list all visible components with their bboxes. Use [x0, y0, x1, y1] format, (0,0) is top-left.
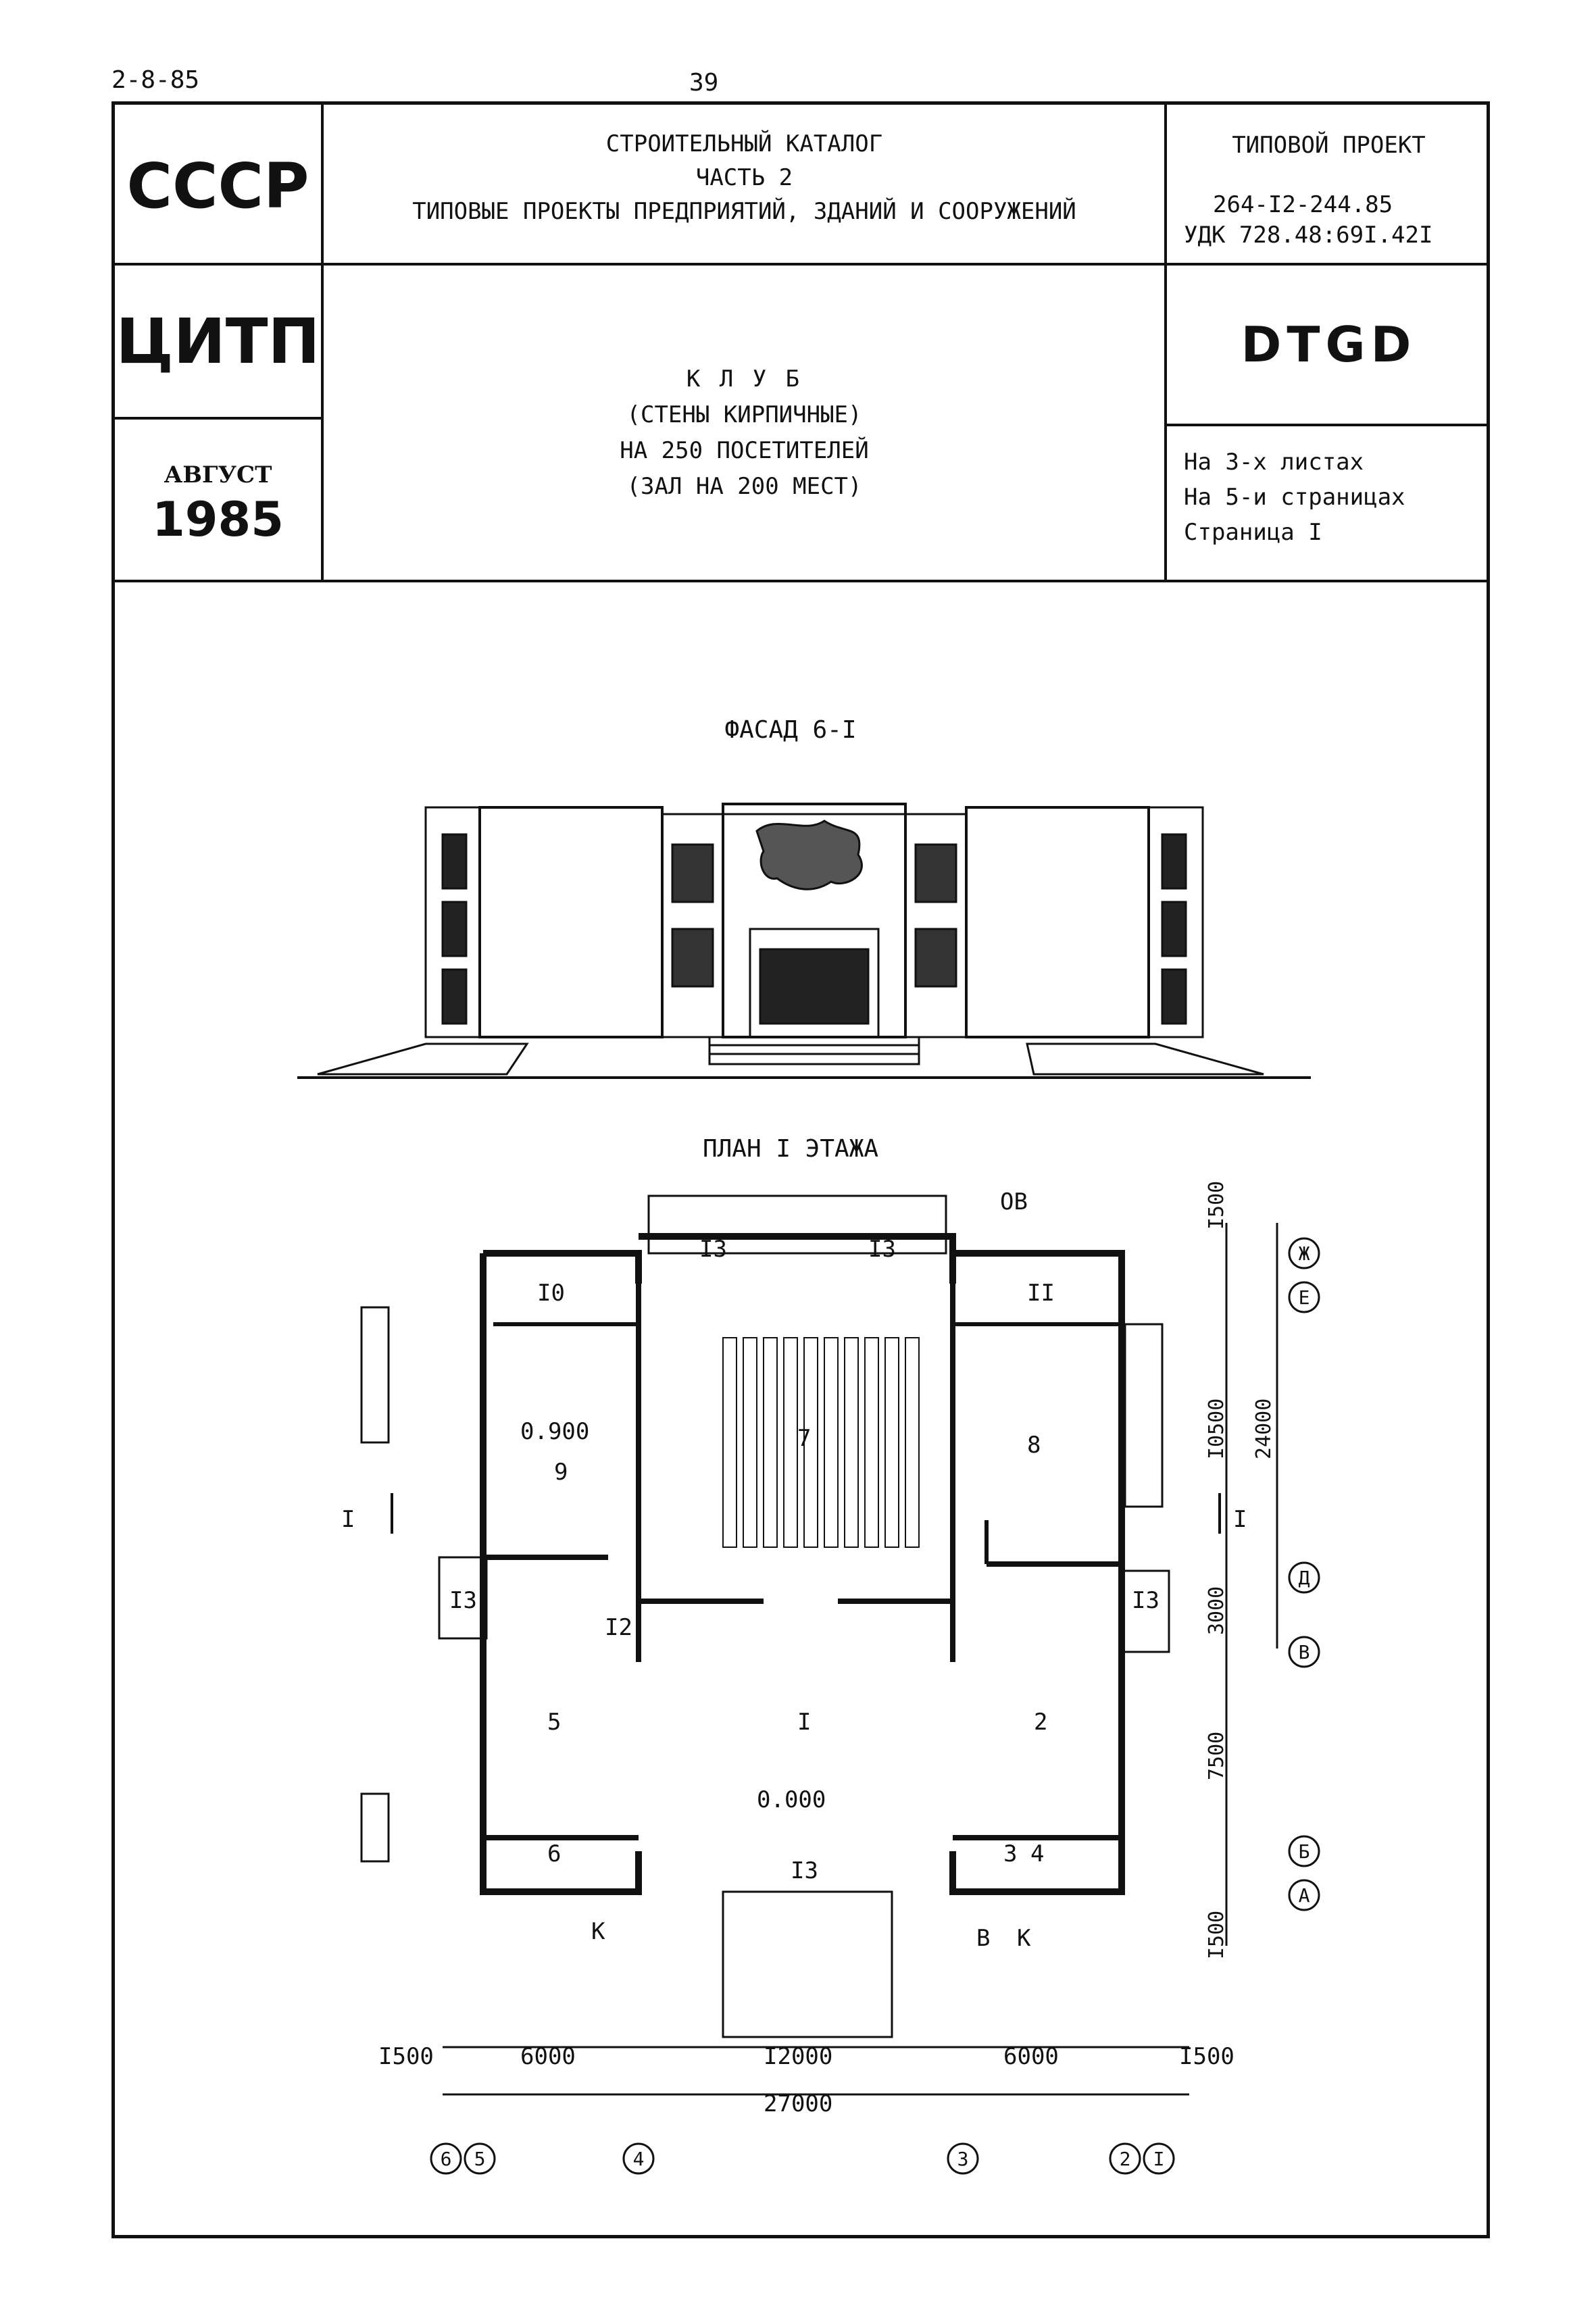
svg-text:0.900: 0.900	[520, 1418, 589, 1445]
month-label: АВГУСТ	[164, 461, 272, 488]
svg-text:I3: I3	[1132, 1587, 1159, 1614]
svg-text:7: 7	[797, 1425, 811, 1452]
svg-text:В: В	[1299, 1641, 1310, 1663]
svg-text:2: 2	[1034, 1709, 1047, 1736]
project-label: ТИПОВОЙ ПРОЕКТ	[1232, 132, 1426, 159]
svg-text:5: 5	[547, 1709, 561, 1736]
svg-text:I: I	[1233, 1506, 1247, 1533]
title-block-right-rule	[1164, 424, 1490, 426]
svg-text:3: 3	[1003, 1840, 1017, 1867]
title-block-bottom-rule	[111, 580, 1490, 582]
title-line-1: К Л У Б	[686, 366, 803, 393]
svg-text:К: К	[591, 1918, 605, 1945]
svg-text:I500: I500	[1205, 1181, 1228, 1230]
project-number: 264-I2-244.85	[1213, 191, 1393, 218]
svg-text:I0500: I0500	[1205, 1399, 1228, 1459]
svg-text:I3: I3	[699, 1236, 727, 1263]
svg-text:А: А	[1299, 1884, 1310, 1907]
svg-text:7500: 7500	[1205, 1732, 1228, 1780]
svg-text:I500: I500	[378, 2043, 434, 2070]
title-block-divider-right	[1164, 101, 1167, 580]
svg-text:6: 6	[547, 1840, 561, 1867]
udk-code: УДК 728.48:69I.42I	[1184, 222, 1433, 249]
facade-drawing	[297, 803, 1311, 1079]
svg-text:3000: 3000	[1205, 1586, 1228, 1635]
title-line-4: (ЗАЛ НА 200 МЕСТ)	[626, 473, 862, 500]
svg-text:В: В	[976, 1925, 990, 1952]
title-block-row-rule	[111, 263, 1490, 266]
svg-text:Ж: Ж	[1299, 1242, 1310, 1265]
svg-text:I3: I3	[868, 1236, 896, 1263]
page-number: 39	[689, 69, 719, 97]
svg-text:Б: Б	[1299, 1840, 1310, 1863]
org-ussr: СССР	[126, 150, 309, 222]
plan-caption: ПЛАН I ЭТАЖА	[702, 1135, 879, 1163]
catalog-line-3: ТИПОВЫЕ ПРОЕКТЫ ПРЕДПРИЯТИЙ, ЗДАНИЙ И СО…	[412, 198, 1076, 225]
svg-text:27000: 27000	[764, 2090, 832, 2117]
svg-text:6000: 6000	[1003, 2043, 1059, 2070]
title-block-left-rule	[111, 417, 322, 420]
svg-text:I2: I2	[605, 1614, 632, 1641]
svg-text:I: I	[1153, 2148, 1165, 2170]
svg-text:8: 8	[1027, 1432, 1041, 1459]
svg-text:24000: 24000	[1252, 1399, 1276, 1459]
svg-text:6: 6	[441, 2148, 452, 2170]
svg-text:Е: Е	[1299, 1286, 1310, 1309]
svg-text:2: 2	[1120, 2148, 1131, 2170]
title-line-3: НА 250 ПОСЕТИТЕЛЕЙ	[620, 437, 869, 464]
document-code: 2-8-85	[111, 66, 200, 94]
svg-text:3: 3	[957, 2148, 969, 2170]
catalog-line-1: СТРОИТЕЛЬНЫЙ КАТАЛОГ	[605, 130, 883, 157]
svg-text:I2000: I2000	[764, 2043, 832, 2070]
title-line-2: (СТЕНЫ КИРПИЧНЫЕ)	[626, 401, 862, 428]
facade-caption: ФАСАД 6-I	[724, 716, 857, 744]
svg-text:4: 4	[633, 2148, 645, 2170]
svg-text:I: I	[341, 1506, 355, 1533]
drawing-frame	[111, 101, 1490, 2238]
svg-text:I: I	[797, 1709, 811, 1736]
org-citp: ЦИТП	[116, 305, 320, 378]
catalog-line-2: ЧАСТЬ 2	[695, 164, 793, 191]
svg-text:I3: I3	[449, 1587, 477, 1614]
svg-text:0.000: 0.000	[757, 1786, 826, 1813]
svg-text:I500: I500	[1205, 1911, 1228, 1959]
svg-text:ОВ: ОВ	[1000, 1188, 1028, 1215]
svg-text:9: 9	[554, 1459, 568, 1486]
page-indicator: Страница I	[1184, 519, 1322, 546]
svg-text:Д: Д	[1299, 1567, 1310, 1589]
svg-text:6000: 6000	[520, 2043, 576, 2070]
svg-text:I3: I3	[791, 1857, 818, 1884]
svg-text:К: К	[1017, 1925, 1031, 1952]
svg-text:I0: I0	[537, 1280, 565, 1307]
title-block-divider-left	[321, 101, 324, 580]
pages-count: На 5-и страницах	[1184, 484, 1405, 511]
year-label: 1985	[152, 492, 284, 547]
svg-text:I500: I500	[1179, 2043, 1235, 2070]
sheets-count: На 3-х листах	[1184, 449, 1364, 476]
svg-text:II: II	[1027, 1280, 1055, 1307]
stamp-code: DTGD	[1241, 316, 1417, 373]
svg-text:5: 5	[474, 2148, 486, 2170]
svg-text:4: 4	[1030, 1840, 1044, 1867]
